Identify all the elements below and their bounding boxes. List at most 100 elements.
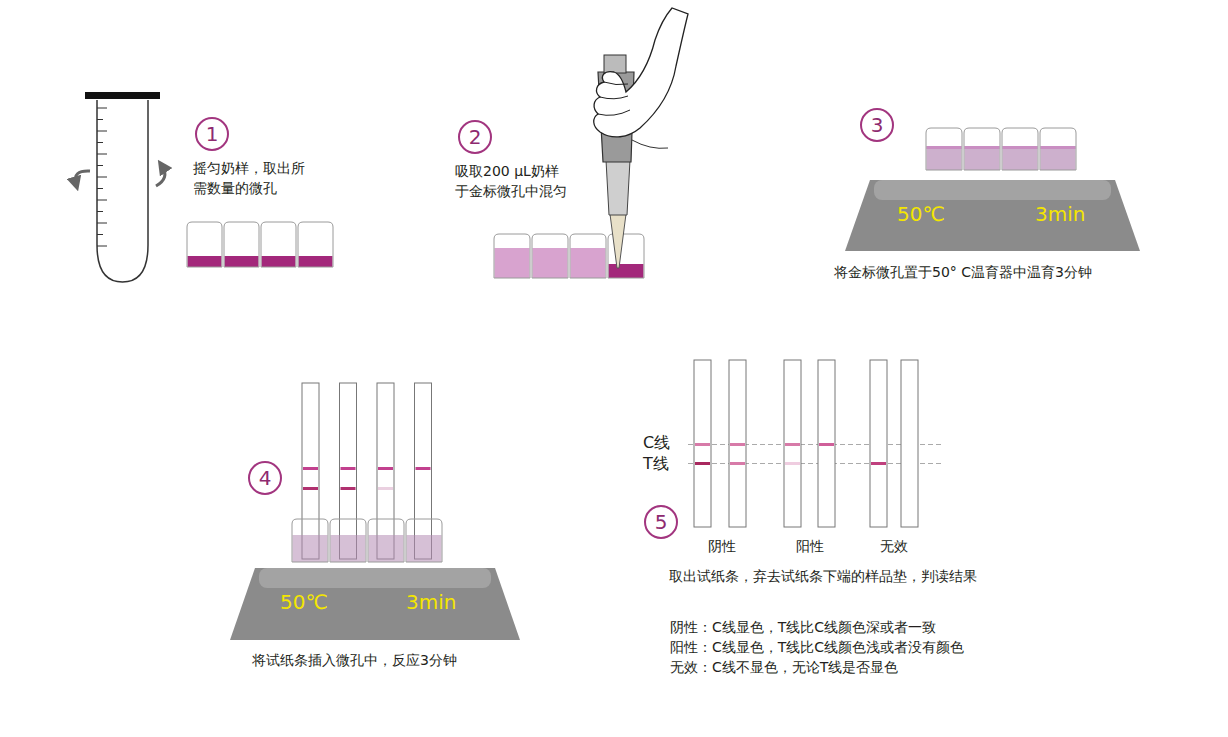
- well-liquid: [609, 264, 644, 278]
- liquid-surface: [1003, 146, 1038, 149]
- step-numeral: 2: [469, 125, 482, 149]
- result-name: 阴性: [708, 536, 736, 556]
- test-strip: [729, 360, 746, 527]
- micro-well: [926, 128, 962, 170]
- micro-well-outline: [406, 519, 442, 562]
- micro-well-outline: [298, 222, 333, 267]
- result-name: 无效: [880, 536, 908, 556]
- step-numeral: 4: [259, 466, 272, 490]
- well-liquid: [965, 146, 1000, 170]
- finger-line: [600, 96, 628, 99]
- micro-well-outline: [224, 222, 259, 267]
- finger-line: [604, 82, 628, 85]
- incubator-shape: [845, 180, 1140, 251]
- well-liquid: [293, 535, 328, 562]
- scale-tick: [97, 119, 103, 120]
- well-liquid: [299, 256, 333, 267]
- well-liquid: [369, 535, 404, 562]
- temperature: 50℃: [897, 202, 945, 226]
- step-number: 5: [644, 505, 678, 539]
- micro-well-outline: [261, 222, 296, 267]
- micro-well-outline: [330, 519, 366, 562]
- scale-tick: [97, 154, 107, 155]
- hand: [594, 8, 688, 137]
- step-text: 将金标微孔置于50° C温育器中温育3分钟: [834, 262, 1092, 282]
- well-liquid: [407, 535, 442, 562]
- pipette-plunger: [604, 55, 626, 73]
- test-strip: [784, 360, 801, 527]
- scale-tick: [97, 142, 103, 143]
- criterion: 无效：C线不显色，无论T线是否显色: [670, 657, 898, 677]
- t-line: [341, 487, 356, 490]
- well-liquid: [1003, 146, 1038, 170]
- scale-tick: [97, 177, 107, 178]
- well-liquid: [495, 248, 530, 278]
- micro-well: [1002, 128, 1038, 170]
- well-liquid: [331, 535, 366, 562]
- micro-well-outline: [292, 519, 328, 562]
- line-name: T线: [643, 454, 669, 474]
- step-numeral: 5: [655, 510, 668, 534]
- well-liquid: [1041, 146, 1076, 170]
- incubator: 50℃3min: [845, 180, 1140, 251]
- pipette-shaft: [606, 160, 630, 215]
- tube-cap: [85, 92, 160, 99]
- criterion: 阴性：C线显色，T线比C线颜色深或者一致: [670, 617, 936, 637]
- liquid-surface: [1041, 146, 1076, 149]
- step-numeral: 1: [206, 122, 219, 146]
- step-number: 2: [458, 120, 492, 154]
- micro-well-outline: [187, 222, 222, 267]
- scale-tick: [97, 108, 107, 109]
- incubator-body: [845, 180, 1140, 251]
- micro-well-outline: [926, 128, 962, 170]
- c-line: [303, 467, 318, 470]
- t-line: [730, 462, 745, 465]
- test-strip: [818, 360, 835, 527]
- well-liquid: [927, 146, 962, 170]
- c-line: [416, 467, 431, 470]
- test-strip: [694, 360, 711, 527]
- duration: 3min: [406, 590, 456, 614]
- c-line: [785, 443, 800, 446]
- step-numeral: 3: [871, 113, 884, 137]
- step-text: 吸取200 μL奶样 于金标微孔中混匀: [455, 161, 605, 201]
- well-liquid: [571, 248, 606, 278]
- liquid-surface: [927, 146, 962, 149]
- sample-tube: [97, 100, 148, 282]
- scale-tick: [97, 234, 103, 235]
- scale-tick: [97, 223, 107, 224]
- c-line: [730, 443, 745, 446]
- step-number: 4: [248, 461, 282, 495]
- t-line: [695, 462, 710, 465]
- step-text: 取出试纸条，弃去试纸条下端的样品垫，判读结果: [669, 566, 977, 586]
- scale-tick: [97, 211, 103, 212]
- t-line: [785, 462, 800, 465]
- scale-tick: [97, 246, 107, 247]
- step-text: 摇匀奶样，取出所 需数量的微孔: [193, 158, 343, 198]
- step-text: 将试纸条插入微孔中，反应3分钟: [252, 650, 457, 670]
- test-strip: [377, 383, 394, 559]
- finger-line: [598, 110, 630, 115]
- micro-well: [964, 128, 1000, 170]
- incubator-body: [230, 568, 520, 640]
- micro-well-outline: [964, 128, 1000, 170]
- c-line: [341, 467, 356, 470]
- well-liquid: [262, 256, 296, 267]
- line-name: C线: [643, 433, 670, 453]
- t-line: [303, 487, 318, 490]
- scale-tick: [97, 200, 107, 201]
- micro-well: [1040, 128, 1076, 170]
- c-line: [378, 467, 393, 470]
- micro-well: [494, 234, 530, 278]
- well-liquid: [188, 256, 222, 267]
- micro-well-outline: [494, 234, 530, 278]
- test-strip: [901, 360, 918, 527]
- step-number: 3: [860, 108, 894, 142]
- t-line: [378, 487, 393, 490]
- temperature: 50℃: [280, 590, 328, 614]
- pipette-cable: [632, 140, 668, 148]
- micro-well-outline: [1002, 128, 1038, 170]
- scale-tick: [97, 165, 103, 166]
- micro-well: [298, 222, 333, 267]
- micro-well-outline: [532, 234, 568, 278]
